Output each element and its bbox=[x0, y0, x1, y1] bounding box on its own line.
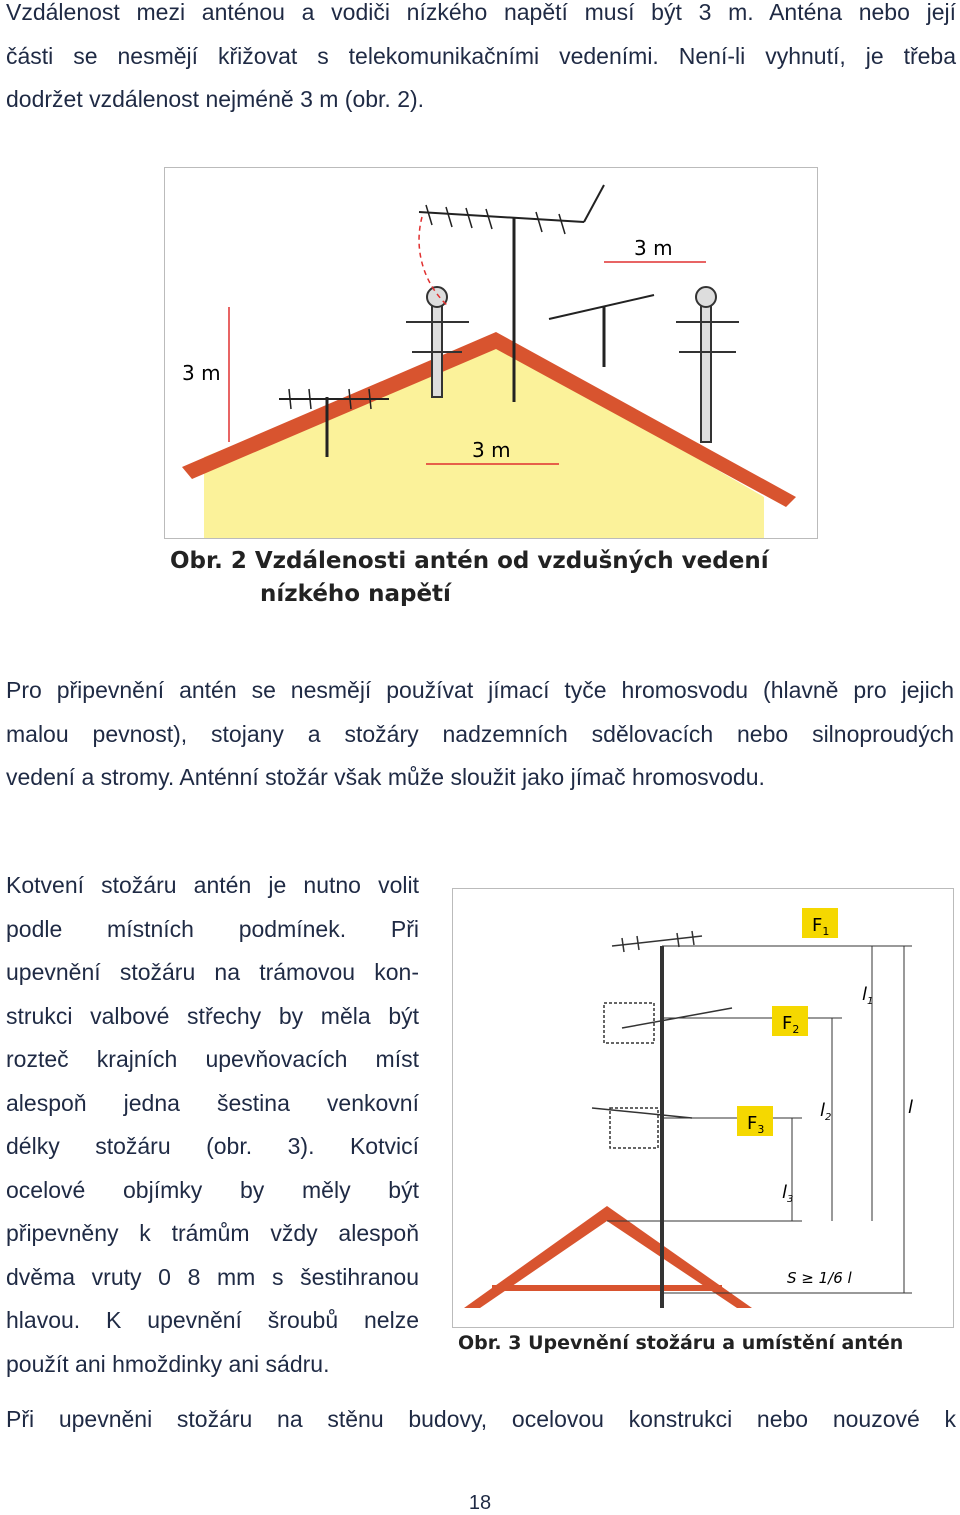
text-line: vedení a stromy. Anténní stožár však můž… bbox=[6, 764, 765, 790]
label-f2: F2 bbox=[782, 1013, 799, 1036]
truss-rafters bbox=[464, 1206, 752, 1308]
left-pole-insulator bbox=[426, 286, 448, 308]
text-line: použít ani hmoždinky ani sádru. bbox=[6, 1350, 330, 1377]
label-top: 3 m bbox=[634, 236, 673, 260]
text-line: dvěma vruty 0 8 mm s šestihranou bbox=[6, 1263, 419, 1290]
label-l: l bbox=[908, 1097, 913, 1118]
badge-f2 bbox=[772, 1006, 808, 1036]
main-antenna-boom bbox=[418, 211, 585, 223]
text-line: Při upevněni stožáru na stěnu budovy, oc… bbox=[6, 1406, 956, 1432]
text-line: hlavou. K upevnění šroubů nelze bbox=[6, 1307, 419, 1333]
roof-truss bbox=[464, 1206, 752, 1308]
figure-2-caption: Obr. 2 Vzdálenosti antén od vzdušných ve… bbox=[170, 545, 769, 611]
figure-3-caption: Obr. 3 Upevnění stožáru a umístění antén bbox=[458, 1332, 904, 1354]
text-line: ocelové objímky by měly být bbox=[6, 1176, 419, 1203]
label-l1: l1 bbox=[862, 984, 873, 1007]
label-s: S ≥ 1/6 l bbox=[787, 1269, 853, 1287]
page-number: 18 bbox=[468, 1492, 492, 1514]
label-f1: F1 bbox=[812, 915, 829, 938]
main-antenna-boom bbox=[583, 184, 605, 223]
figure-frame bbox=[452, 888, 954, 1328]
text-line: upevnění stožáru na trámovou kon- bbox=[6, 959, 419, 985]
left-pole bbox=[431, 301, 443, 398]
mounting-paragraph: Pro připevnění antén se nesmějí používat… bbox=[6, 669, 954, 800]
second-antenna-reflector bbox=[603, 1002, 655, 1044]
dimension-lines bbox=[228, 261, 706, 465]
text-line: připevněny k trámům vždy alespoň bbox=[6, 1220, 419, 1246]
anchoring-paragraph: Kotvení stožáru antén je nutno volit pod… bbox=[6, 864, 419, 1386]
badge-f3 bbox=[737, 1106, 773, 1136]
label-f3: F3 bbox=[747, 1113, 764, 1136]
caption-line: nízkého napětí bbox=[260, 581, 451, 607]
roof bbox=[182, 332, 796, 538]
text-line: Vzdálenost mezi anténou a vodiči nízkého… bbox=[6, 0, 956, 25]
text-line: podle místních podmínek. Při bbox=[6, 915, 419, 942]
dimension-lines bbox=[607, 945, 912, 1294]
label-left: 3 m bbox=[182, 361, 221, 385]
third-antenna-reflector bbox=[609, 1107, 659, 1149]
text-line: strukci valbové střechy by měla být bbox=[6, 1002, 419, 1029]
wall-paragraph: Při upevněni stožáru na stěnu budovy, oc… bbox=[6, 1398, 956, 1442]
text-line: části se nesmějí křižovat s telekomunika… bbox=[6, 42, 956, 69]
figure-3-mast-mounting: F1 F2 F3 l1 l2 l3 l S ≥ 1/6 l bbox=[452, 888, 954, 1328]
text-line: dodržet vzdálenost nejméně 3 m (obr. 2). bbox=[6, 86, 425, 112]
label-mid: 3 m bbox=[472, 438, 511, 462]
text-line: rozteč krajních upevňovacích míst bbox=[6, 1046, 419, 1072]
text-line: malou pevnost), stojany a stožáry nadzem… bbox=[6, 720, 954, 747]
figure-2-antenna-distances: 3 m 3 m 3 m bbox=[164, 167, 818, 539]
text-line: alespoň jedna šestina venkovní bbox=[6, 1089, 419, 1116]
intro-paragraph: Vzdálenost mezi anténou a vodiči nízkého… bbox=[6, 0, 956, 122]
label-l2: l2 bbox=[820, 1100, 831, 1123]
label-l3: l3 bbox=[782, 1182, 793, 1205]
top-antenna bbox=[611, 935, 703, 947]
roof-edge bbox=[182, 332, 796, 507]
gable-wall bbox=[204, 342, 764, 538]
caption-line: Obr. 2 Vzdálenosti antén od vzdušných ve… bbox=[170, 548, 769, 574]
antennas bbox=[279, 184, 655, 457]
right-pole-insulator bbox=[695, 286, 717, 308]
right-antenna-boom bbox=[548, 294, 655, 320]
third-antenna bbox=[591, 1107, 693, 1119]
badge-f1 bbox=[802, 908, 838, 938]
power-line-poles bbox=[406, 286, 739, 443]
text-line: délky stožáru (obr. 3). Kotvicí bbox=[6, 1133, 419, 1159]
text-line: Pro připevnění antén se nesmějí používat… bbox=[6, 677, 954, 703]
clearance-arc bbox=[418, 216, 450, 308]
text-line: Kotvení stožáru antén je nutno volit bbox=[6, 872, 419, 898]
